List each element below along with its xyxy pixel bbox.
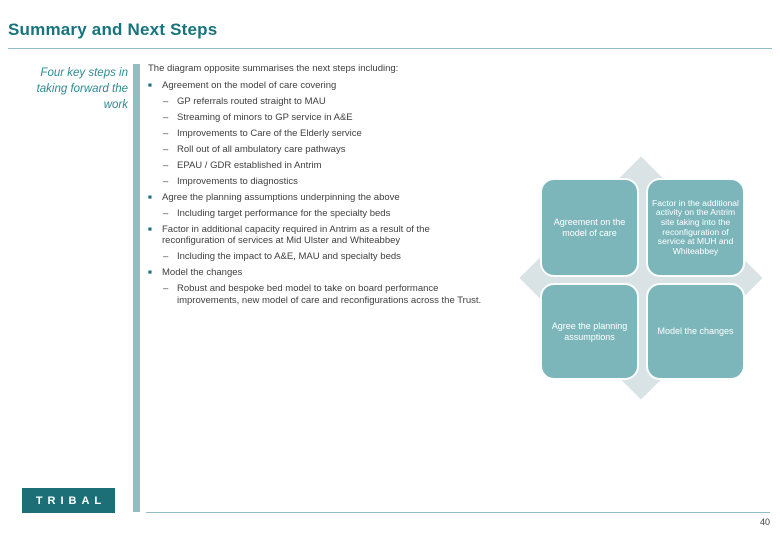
page-number: 40 <box>759 517 770 527</box>
bullet-item: ■ Agree the planning assumptions underpin… <box>148 192 488 204</box>
dash-bullet-icon: – <box>163 283 169 294</box>
bullet-text: Robust and bespoke bed model to take on … <box>177 283 482 306</box>
vertical-accent-bar <box>133 64 140 512</box>
sub-bullet-item: –Including the impact to A&E, MAU and sp… <box>163 251 488 263</box>
sub-bullet-item: –EPAU / GDR established in Antrim <box>163 160 488 172</box>
dash-bullet-icon: – <box>163 127 169 139</box>
dash-bullet-icon: – <box>163 111 169 123</box>
bullet-text: EPAU / GDR established in Antrim <box>177 159 322 171</box>
dash-bullet-icon: – <box>163 175 169 187</box>
square-bullet-icon: ■ <box>148 269 152 276</box>
dash-bullet-icon: – <box>163 207 169 219</box>
bullet-text: Agree the planning assumptions underpinn… <box>162 191 400 203</box>
diagram-box-planning-assumptions: Agree the planning assumptions <box>540 283 639 380</box>
bullet-text: Improvements to diagnostics <box>177 175 298 187</box>
title-divider <box>8 48 772 49</box>
square-bullet-icon: ■ <box>148 225 152 233</box>
bullet-text: Agreement on the model of care covering <box>162 79 337 91</box>
sidebar-caption: Four key steps in taking forward the wor… <box>36 67 128 111</box>
bullet-content: The diagram opposite summarises the next… <box>148 63 488 311</box>
diagram-box-label: Agree the planning assumptions <box>551 320 628 342</box>
square-bullet-icon: ■ <box>148 193 152 201</box>
sub-bullet-item: –GP referrals routed straight to MAU <box>163 96 488 108</box>
bullet-item: ■ Factor in additional capacity required … <box>148 224 488 247</box>
bullet-text: Improvements to Care of the Elderly serv… <box>177 127 362 139</box>
diagram-box-label: Model the changes <box>657 326 734 337</box>
bullet-text: Including target performance for the spe… <box>177 207 391 219</box>
dash-bullet-icon: – <box>163 251 169 262</box>
dash-bullet-icon: – <box>163 95 169 107</box>
bullet-item: ■ Agreement on the model of care covering <box>148 80 488 92</box>
tribal-logo: TRIBAL <box>22 488 115 513</box>
bullet-list: ■ Agreement on the model of care covering… <box>148 80 488 307</box>
sub-bullet-item: –Robust and bespoke bed model to take on… <box>163 283 488 306</box>
bullet-text: Factor in additional capacity required i… <box>162 223 430 247</box>
sub-bullet-item: –Improvements to diagnostics <box>163 176 488 188</box>
footer-divider <box>146 512 770 513</box>
dash-bullet-icon: – <box>163 143 169 155</box>
page-title: Summary and Next Steps <box>8 20 218 39</box>
next-steps-diagram: Agreement on the model of care Factor in… <box>510 145 772 411</box>
bullet-item: ■ Model the changes <box>148 267 488 279</box>
sub-bullet-item: –Streaming of minors to GP service in A&… <box>163 112 488 124</box>
diagram-box-label: Agreement on the model of care <box>553 216 626 238</box>
bullet-text: GP referrals routed straight to MAU <box>177 95 326 107</box>
diagram-box-model-changes: Model the changes <box>646 283 745 380</box>
bullet-text: Including the impact to A&E, MAU and spe… <box>177 251 401 262</box>
diagram-box-label: Factor in the additional activity on the… <box>652 197 739 256</box>
dash-bullet-icon: – <box>163 159 169 171</box>
bullet-text: Streaming of minors to GP service in A&E <box>177 111 353 123</box>
bullet-text: Model the changes <box>162 267 243 278</box>
sub-bullet-item: –Improvements to Care of the Elderly ser… <box>163 128 488 140</box>
diagram-box-model-of-care: Agreement on the model of care <box>540 178 639 277</box>
bullet-text: Roll out of all ambulatory care pathways <box>177 143 346 155</box>
diagram-box-factor-activity: Factor in the additional activity on the… <box>646 178 745 277</box>
square-bullet-icon: ■ <box>148 81 152 89</box>
sub-bullet-item: –Including target performance for the sp… <box>163 208 488 220</box>
intro-text: The diagram opposite summarises the next… <box>148 63 399 74</box>
sub-bullet-item: –Roll out of all ambulatory care pathway… <box>163 144 488 156</box>
